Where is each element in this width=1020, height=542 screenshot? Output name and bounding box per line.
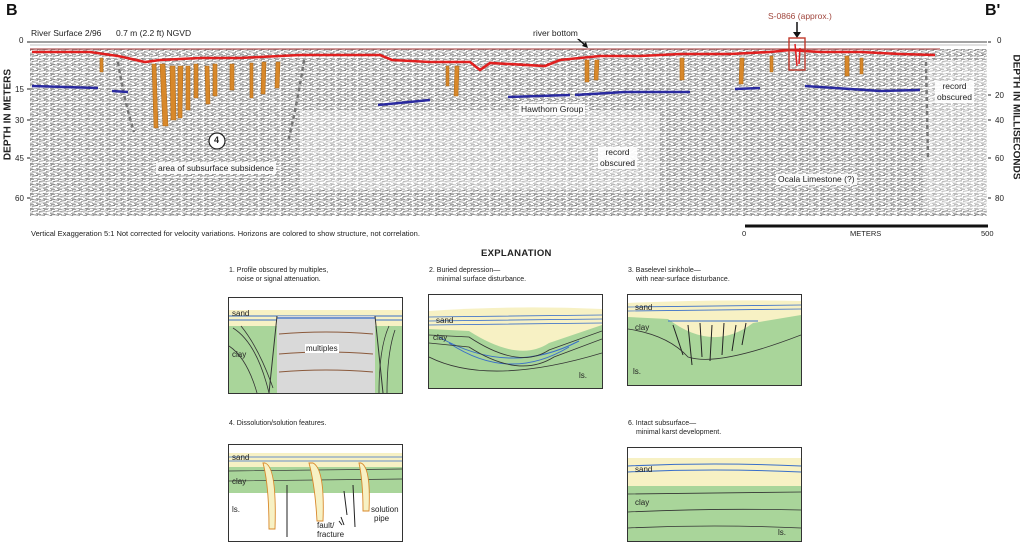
scale-unit: METERS bbox=[850, 229, 882, 238]
right-tick-20: 20 bbox=[995, 91, 1004, 100]
left-tick-15: 15 bbox=[15, 85, 24, 94]
well-label: S-0866 (approx.) bbox=[768, 11, 832, 21]
profile-footnote: Vertical Exaggeration 5:1 Not corrected … bbox=[31, 229, 420, 238]
subsidence-boundary-right bbox=[286, 59, 306, 143]
explanation-6-panel: sand clay ls. bbox=[627, 447, 802, 542]
seismic-profile bbox=[27, 22, 991, 228]
explanation-2-title: 2. Buried depression— minimal surface di… bbox=[429, 267, 527, 283]
record-obscured-mid: record obscured bbox=[598, 147, 637, 169]
subsidence-marker-number: 4 bbox=[214, 135, 220, 145]
explanation-1-panel: sand clay multiples bbox=[228, 297, 403, 394]
river-bottom-line bbox=[32, 48, 936, 72]
horizons bbox=[31, 84, 921, 107]
right-tick-40: 40 bbox=[995, 116, 1004, 125]
profile-end-label: B' bbox=[985, 2, 1001, 19]
explanation-2-panel: sand clay ls. bbox=[428, 294, 603, 389]
river-surface-label: River Surface 2/96 bbox=[31, 28, 102, 38]
left-tick-0: 0 bbox=[19, 36, 24, 45]
explanation-4-panel: sand clay ls. fault/ fracture solution p… bbox=[228, 444, 403, 542]
datum-label: 0.7 m (2.2 ft) NGVD bbox=[116, 28, 192, 38]
hawthorn-label: Hawthorn Group bbox=[519, 104, 586, 115]
explanation-4-title: 4. Dissolution/solution features. bbox=[229, 420, 327, 427]
scale-end: 500 bbox=[981, 229, 994, 238]
subsidence-boundary-left bbox=[116, 61, 136, 133]
left-tick-30: 30 bbox=[15, 116, 24, 125]
explanation-3-title: 3. Baselevel sinkhole— with near-surface… bbox=[628, 267, 730, 283]
well-box bbox=[788, 37, 806, 71]
right-tick-60: 60 bbox=[995, 154, 1004, 163]
explanation-3-panel: sand clay ls. bbox=[627, 294, 802, 386]
solution-pipes bbox=[99, 55, 864, 129]
record-obscured-right: record obscured bbox=[935, 81, 974, 103]
left-tick-60: 60 bbox=[15, 194, 24, 203]
subsidence-label: area of subsurface subsidence bbox=[156, 163, 276, 174]
subsidence-marker-circle bbox=[208, 132, 226, 150]
explanation-title: EXPLANATION bbox=[481, 248, 552, 259]
right-tick-0: 0 bbox=[997, 36, 1002, 45]
explanation-1-title: 1. Profile obscured by multiples, noise … bbox=[229, 267, 329, 283]
ocala-label: Ocala Limestone (?) bbox=[776, 174, 857, 185]
obscured-boundary-right bbox=[924, 61, 930, 161]
left-tick-45: 45 bbox=[15, 154, 24, 163]
scale-start: 0 bbox=[742, 229, 747, 238]
explanation-6-title: 6. Intact subsurface— minimal karst deve… bbox=[628, 420, 722, 436]
profile-start-label: B bbox=[6, 2, 18, 19]
river-bottom-label: river bottom bbox=[531, 28, 580, 39]
right-tick-80: 80 bbox=[995, 194, 1004, 203]
